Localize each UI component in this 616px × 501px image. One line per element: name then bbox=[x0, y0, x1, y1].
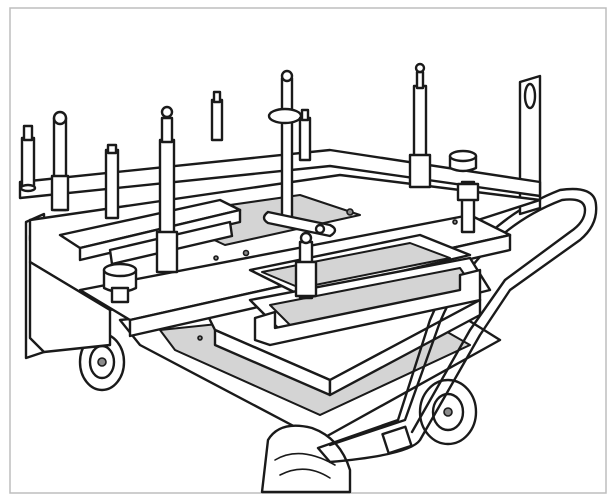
locating-pins bbox=[19, 62, 480, 300]
front-caster-wheel-center bbox=[260, 424, 352, 494]
clamp-knob-right bbox=[448, 149, 478, 173]
locating-pin bbox=[456, 180, 480, 234]
locating-pin bbox=[155, 105, 179, 274]
clamp-bar bbox=[262, 210, 337, 238]
locating-pin bbox=[210, 90, 224, 142]
locating-pin bbox=[298, 108, 312, 162]
locating-pin bbox=[50, 110, 70, 212]
locating-pin bbox=[104, 143, 120, 220]
u-channel-bar bbox=[253, 268, 482, 347]
locating-pin bbox=[408, 62, 432, 189]
clamp-knob-left bbox=[102, 262, 138, 304]
rear-top-rail bbox=[18, 148, 542, 200]
locating-pin bbox=[294, 231, 318, 300]
locating-pin bbox=[19, 124, 37, 193]
